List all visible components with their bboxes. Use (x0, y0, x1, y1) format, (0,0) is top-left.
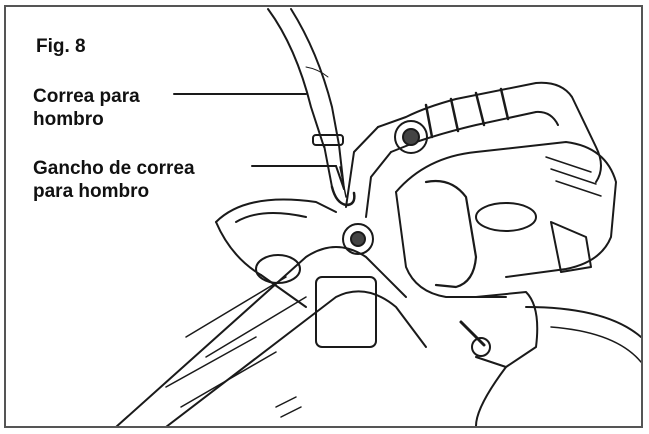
pivot-knob (342, 223, 374, 255)
base-cover (475, 306, 641, 426)
figure-title: Fig. 8 (36, 36, 86, 57)
lower-collar (459, 291, 539, 368)
label-strap-hook-line1: Gancho de correa (33, 158, 195, 179)
label-shoulder-strap: Correa para hombro (33, 85, 140, 131)
label-strap-hook-line2: para hombro (33, 181, 150, 202)
handle-knob (394, 120, 428, 154)
blower-illustration (115, 8, 641, 426)
label-shoulder-strap-line2: hombro (33, 109, 104, 130)
hook-leader-tail (335, 165, 345, 190)
side-grip (215, 198, 337, 308)
figure-panel: Fig. 8 Correa para hombro Gancho de corr… (4, 5, 643, 428)
leader-lines (173, 93, 345, 190)
blower-tube (115, 246, 427, 426)
shoulder-strap (267, 8, 345, 190)
label-strap-hook: Gancho de correa para hombro (33, 157, 195, 203)
motor-housing (395, 141, 617, 298)
label-shoulder-strap-line1: Correa para (33, 86, 140, 107)
battery-collar (424, 179, 478, 289)
handle (345, 81, 602, 218)
